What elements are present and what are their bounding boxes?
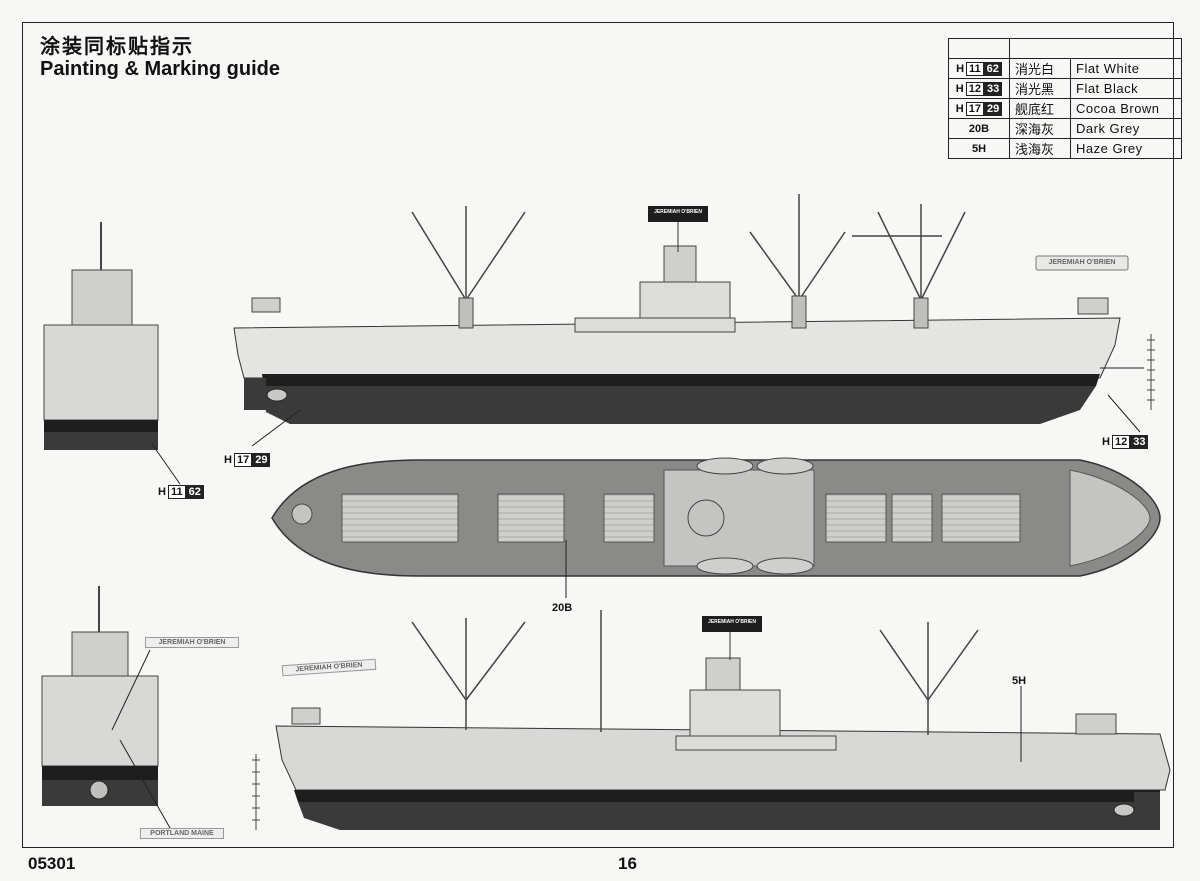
callout-cocoa-brown: H 17 29 [224, 453, 271, 467]
home-port-text: PORTLAND MAINE [140, 828, 224, 839]
callout-flat-black: H 12 33 [1102, 435, 1149, 449]
page-frame [22, 22, 1174, 848]
color-name-cn: 深海灰 [1009, 118, 1071, 139]
color-code: H 12 33 [956, 81, 1003, 96]
hatch-5 [891, 493, 933, 543]
front-view-top [43, 222, 181, 485]
propeller-stern [89, 780, 109, 800]
page-number: 16 [618, 854, 637, 873]
page-title-cn: 涂装同标贴指示 [40, 36, 194, 58]
color-name-en: Flat White [1070, 58, 1182, 79]
superstructure-base-top [574, 317, 736, 333]
legend-row: H 17 29 舰底红 Cocoa Brown [948, 98, 1182, 119]
stern-name-decal-bottom [702, 616, 762, 632]
callout-haze-grey: 5H [1012, 675, 1027, 687]
color-name-en: Cocoa Brown [1070, 98, 1182, 119]
hatch-6 [941, 493, 1021, 543]
bow-name-decal [1035, 255, 1129, 271]
bridge-top [639, 281, 731, 319]
page-title-en: Painting & Marking guide [40, 58, 281, 80]
lifeboat [756, 457, 814, 475]
masts-bottom [411, 610, 979, 735]
midship-house [663, 469, 815, 567]
lifeboat [696, 557, 754, 575]
ship-name-text: JEREMIAH O'BRIEN [708, 619, 756, 625]
ship-name-text: JEREMIAH O'BRIEN [654, 209, 702, 215]
legend-row: 20B 深海灰 Dark Grey [948, 118, 1182, 139]
boot-stripe-top [262, 374, 1100, 386]
catalog-number: 05301 [28, 854, 76, 873]
callout-flat-white: H 11 62 [158, 485, 204, 499]
color-name-en: Haze Grey [1070, 138, 1182, 159]
color-code: H 17 29 [956, 101, 1003, 116]
hatch-2 [497, 493, 565, 543]
lifeboat [696, 457, 754, 475]
rudder-top [244, 378, 266, 410]
ship-name-text: JEREMIAH O'BRIEN [1048, 259, 1116, 266]
lifeboat [756, 557, 814, 575]
hull-upper-top [233, 317, 1121, 379]
funnel-top [663, 245, 697, 283]
masts-top [411, 194, 966, 328]
color-name-en: Dark Grey [1070, 118, 1182, 139]
color-name-cn: 舰底红 [1009, 98, 1071, 119]
scale-ruler-left [252, 754, 260, 830]
bow-gun-top [1077, 297, 1109, 315]
propeller-top [266, 388, 288, 402]
hatch-1 [341, 493, 459, 543]
boot-stripe-bottom [294, 790, 1160, 802]
hull-upper-bottom [275, 725, 1171, 791]
lower-hull-top [264, 386, 1096, 424]
legend-row: 5H 浅海灰 Haze Grey [948, 138, 1182, 159]
callout-dark-grey: 20B [552, 602, 573, 614]
ship-name-text: JEREMIAH O'BRIEN [145, 637, 239, 648]
stern-name-decal [648, 206, 708, 222]
deck-plan [271, 457, 1161, 598]
side-profile-bottom [252, 610, 1171, 830]
stern-gun-top [251, 297, 281, 313]
hatch-4 [825, 493, 887, 543]
color-code: H 11 62 [956, 61, 1002, 76]
forecastle [1069, 469, 1151, 567]
color-legend-table: H 11 62 消光白 Flat White H 12 33 消光黑 Flat … [948, 38, 1182, 159]
stern-view-bottom [41, 586, 171, 829]
lower-hull-bottom [298, 802, 1160, 830]
hatch-3 [603, 493, 655, 543]
color-name-cn: 浅海灰 [1009, 138, 1071, 159]
side-profile-top [233, 194, 1155, 447]
color-code: 20B [948, 118, 1010, 139]
scale-ruler-right [1147, 334, 1155, 410]
